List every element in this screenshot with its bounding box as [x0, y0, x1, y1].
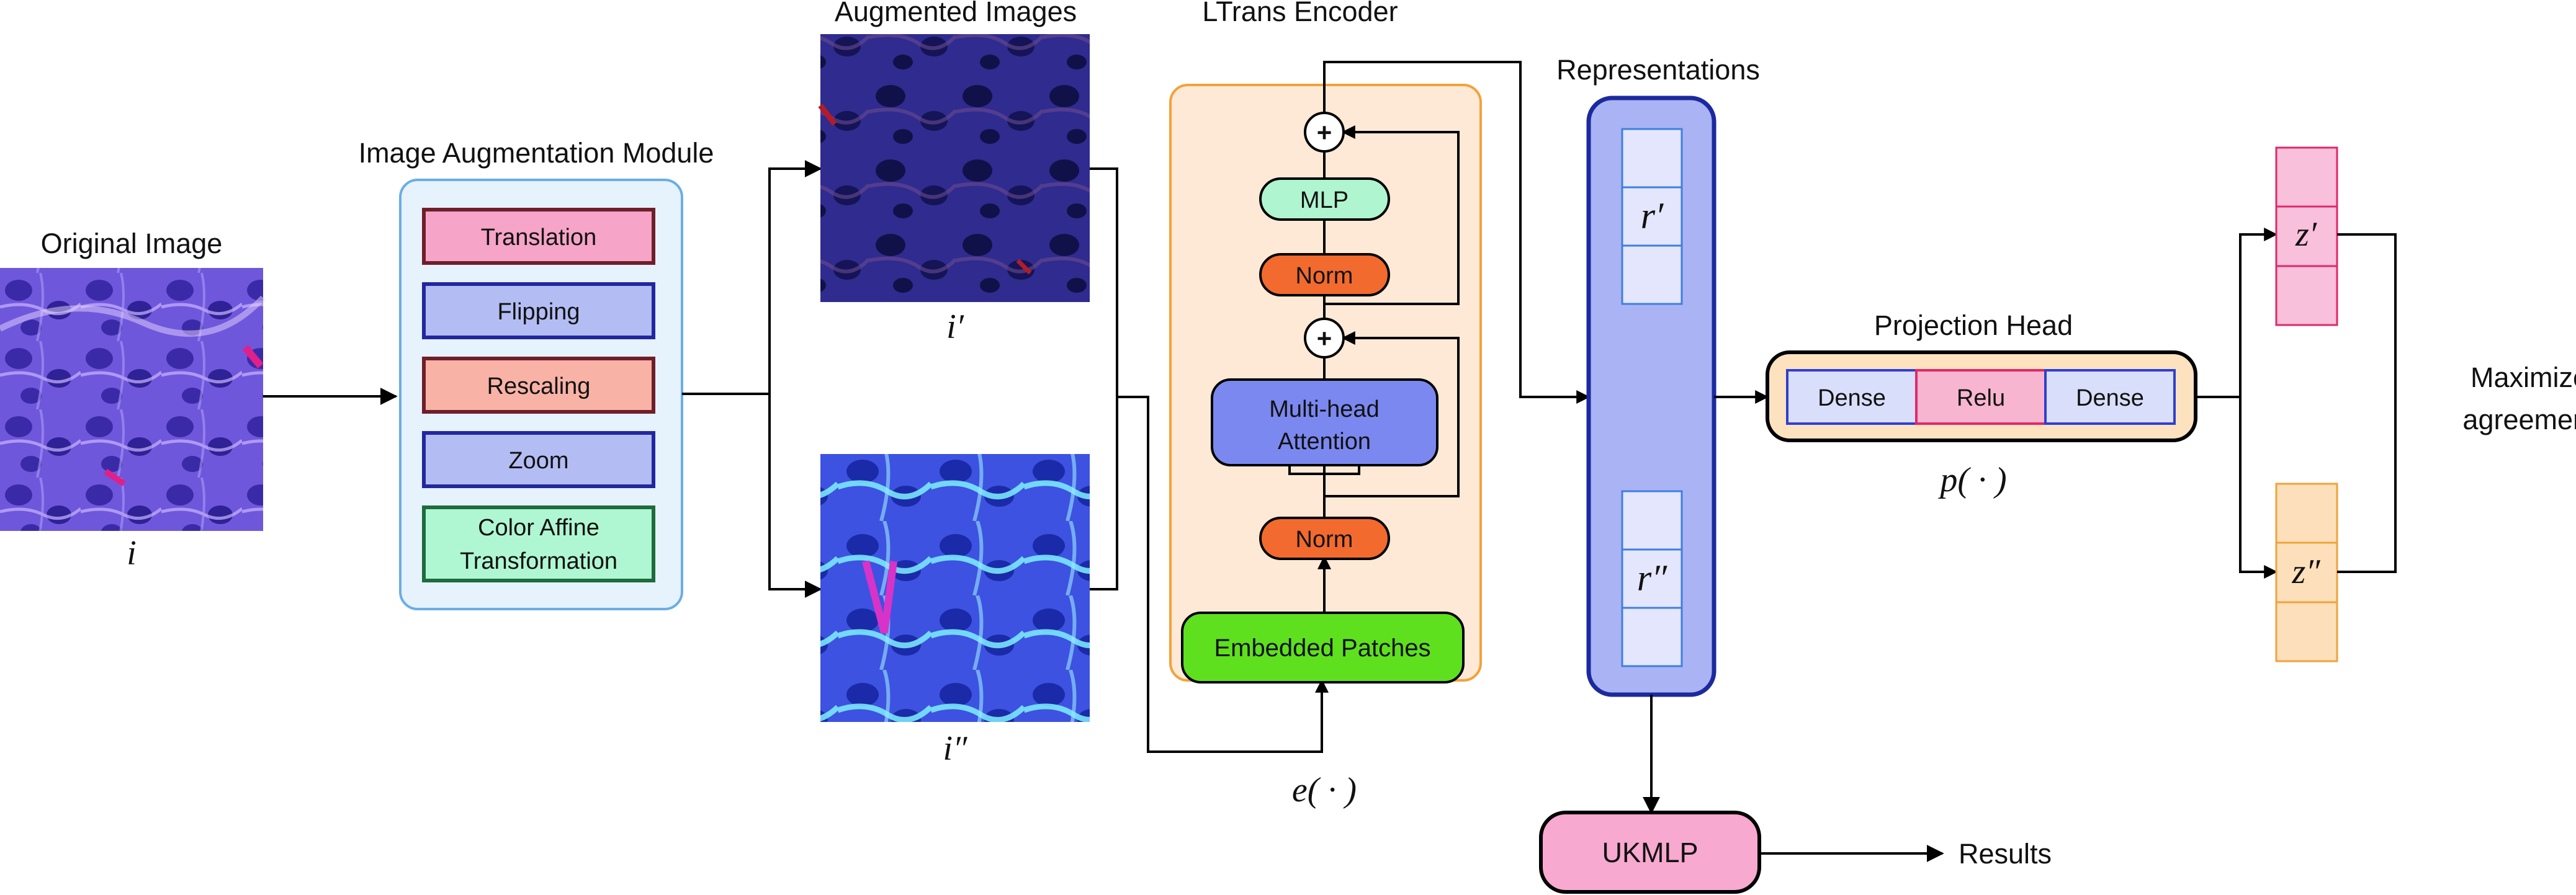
- arrow-encoder-to-representations: [1323, 61, 1591, 404]
- mlp-label: MLP: [1300, 187, 1349, 213]
- encoder-function-label: e( · ): [1292, 771, 1357, 809]
- norm-bottom-label: Norm: [1296, 527, 1353, 553]
- arrow-to-augmented-bottom: [768, 394, 822, 598]
- norm-bottom-block: [1259, 517, 1390, 560]
- embedded-patches-label: Embedded Patches: [1214, 635, 1430, 662]
- arrow-to-z2: [2239, 397, 2278, 579]
- augmentation-step-box: [422, 208, 655, 265]
- representation-r2-cells: [1621, 490, 1683, 667]
- arrow-augmented-to-encoder: [1117, 396, 1329, 753]
- norm-top-label: Norm: [1296, 263, 1353, 289]
- attention-block: [1211, 378, 1438, 466]
- attention-label-line2: Attention: [1278, 429, 1371, 455]
- projection-head-layers: Dense Relu Dense: [1786, 369, 2176, 425]
- augmented-image-1-symbol: i′: [946, 308, 964, 346]
- z2-label: z″: [2291, 553, 2320, 591]
- objective-line1: Maximize: [2471, 362, 2576, 393]
- augmentation-module-title: Image Augmentation Module: [359, 137, 714, 169]
- attention-label-line1: Multi-head: [1269, 396, 1379, 422]
- residual-connection-2: [1324, 125, 1460, 305]
- augmentation-step-label: Color Affine: [478, 515, 599, 541]
- augmentation-step-box: [422, 431, 655, 488]
- projection-layer-box: [1786, 369, 1918, 425]
- agreement-bracket: [2337, 233, 2397, 573]
- representation-r2-label: r″: [1637, 558, 1667, 599]
- projection-layer-box: [2044, 369, 2176, 425]
- augmentation-step-box: [422, 505, 655, 582]
- augmentation-step-label: Transformation: [460, 548, 617, 574]
- results-label: Results: [1959, 838, 2052, 870]
- embedded-patches-block: [1181, 612, 1465, 683]
- arrow-to-z1: [2239, 228, 2278, 397]
- original-image-title: Original Image: [41, 228, 223, 259]
- ukmlp-label: UKMLP: [1602, 837, 1698, 868]
- original-image-symbol: i: [127, 534, 137, 572]
- arrow-to-augmented-top: [768, 160, 822, 394]
- augmented-image-1: [818, 34, 1090, 302]
- mlp-block: [1259, 177, 1390, 221]
- line-augmented-bottom-merge: [1090, 397, 1118, 590]
- objective-line2: agreement: [2462, 404, 2576, 435]
- representations-title: Representations: [1556, 54, 1760, 86]
- z1-label: z′: [2295, 215, 2317, 254]
- augmentation-step-label: Flipping: [497, 299, 580, 325]
- projection-head-title: Projection Head: [1874, 309, 2073, 341]
- augmented-image-2-symbol: i″: [943, 729, 968, 768]
- z1-vector: [2275, 146, 2338, 326]
- augmentation-step-box: [422, 282, 655, 339]
- add-node-bottom-symbol: +: [1317, 324, 1332, 353]
- augmented-images-title: Augmented Images: [835, 0, 1077, 27]
- residual-connection-1: [1324, 331, 1460, 497]
- representation-r1-cells: [1621, 128, 1683, 305]
- augmentation-step-label: Translation: [481, 225, 597, 251]
- representation-r1-label: r′: [1641, 195, 1664, 236]
- z2-vector: [2275, 483, 2338, 662]
- original-image: [0, 268, 266, 531]
- projection-layer-box: [1915, 369, 2047, 425]
- augmentation-step-label: Zoom: [508, 448, 568, 474]
- projection-function-label: p( · ): [1937, 461, 2006, 499]
- projection-layer-label: Relu: [1957, 385, 2005, 411]
- augmentation-step-box: [422, 357, 655, 414]
- line-augmented-top-merge: [1090, 167, 1118, 397]
- norm-top-block: [1259, 253, 1390, 296]
- projection-layer-label: Dense: [2076, 385, 2144, 411]
- add-node-bottom: [1304, 318, 1345, 358]
- augmented-image-2: [820, 454, 1090, 722]
- projection-layer-label: Dense: [1818, 385, 1886, 411]
- augmentation-step-label: Rescaling: [487, 373, 591, 399]
- add-node-top-symbol: +: [1317, 118, 1332, 147]
- encoder-title: LTrans Encoder: [1202, 0, 1398, 27]
